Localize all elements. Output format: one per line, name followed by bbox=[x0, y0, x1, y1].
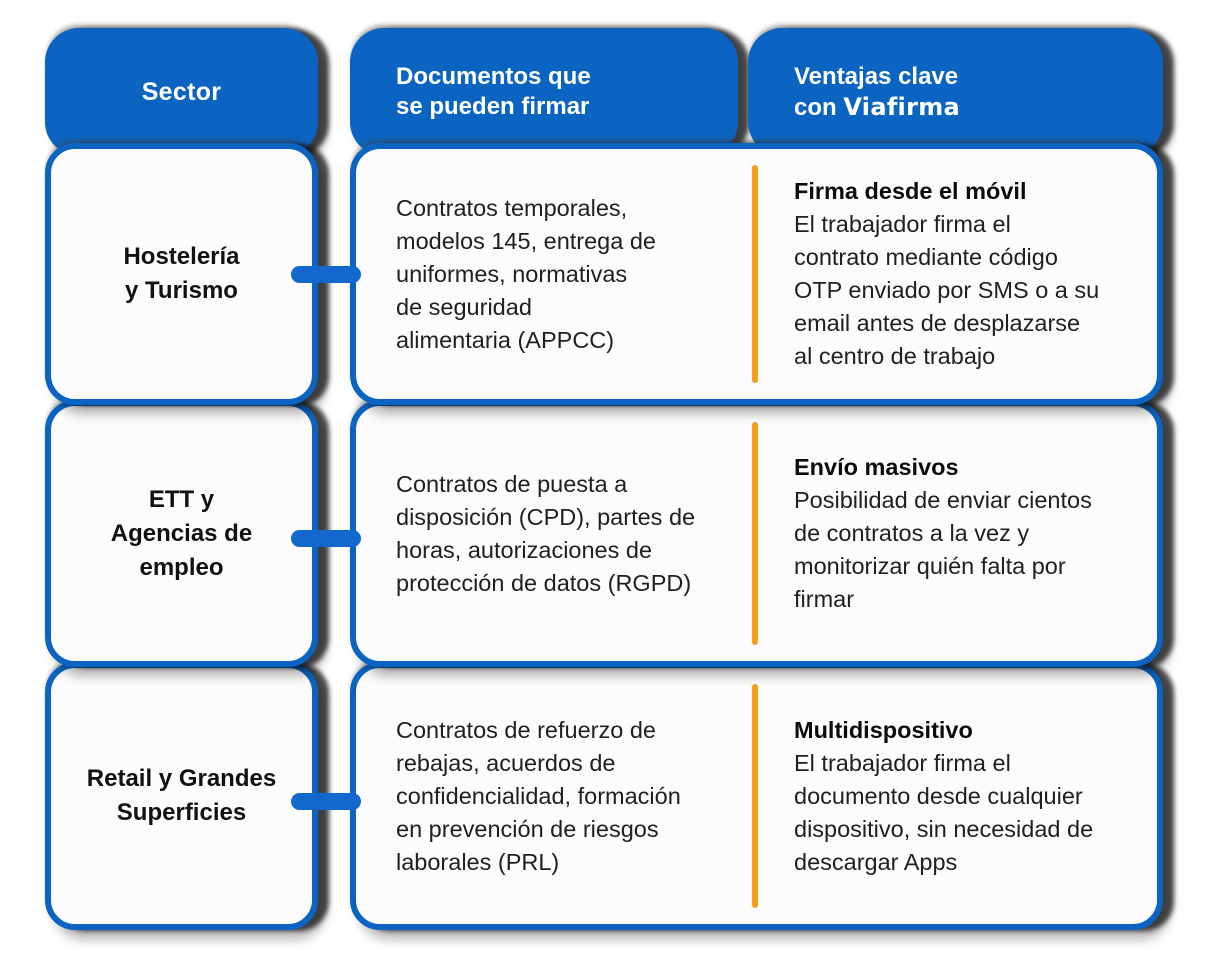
column-header-advantages-line2: con Viafirma bbox=[794, 92, 960, 123]
advantage-title: Firma desde el móvil bbox=[794, 178, 1027, 204]
sector-cell-retail-superficies: Retail y Grandes Superficies bbox=[45, 662, 318, 930]
sector-cell-hosteleria-turismo: Hostelería y Turismo bbox=[45, 143, 318, 405]
advantage-title: Envío masivos bbox=[794, 454, 959, 480]
row-card-retail-superficies: Contratos de refuerzo de rebajas, acuerd… bbox=[350, 662, 1163, 930]
column-header-sector: Sector bbox=[45, 28, 318, 156]
column-header-documents-label: Documentos que se pueden firmar bbox=[396, 63, 591, 120]
documents-text: Contratos de refuerzo de rebajas, acuerd… bbox=[396, 716, 681, 875]
orange-divider bbox=[752, 165, 758, 383]
advantage-body: El trabajador firma el documento desde c… bbox=[794, 749, 1094, 875]
documents-cell: Contratos de puesta a disposición (CPD),… bbox=[396, 406, 746, 661]
sector-cell-ett-agencias: ETT y Agencias de empleo bbox=[45, 400, 318, 667]
row-card-ett-agencias: Contratos de puesta a disposición (CPD),… bbox=[350, 400, 1163, 667]
documents-cell: Contratos temporales, modelos 145, entre… bbox=[396, 149, 746, 399]
documents-text: Contratos temporales, modelos 145, entre… bbox=[396, 194, 656, 353]
advantages-cell: Multidispositivo El trabajador firma el … bbox=[794, 668, 1143, 924]
row-connector-bar bbox=[291, 266, 361, 283]
documents-cell: Contratos de refuerzo de rebajas, acuerd… bbox=[396, 668, 746, 924]
column-header-advantages-con: con bbox=[794, 93, 844, 121]
advantage-body: El trabajador firma el contrato mediante… bbox=[794, 211, 1100, 369]
sector-cell-label: Hostelería y Turismo bbox=[123, 243, 240, 304]
orange-divider bbox=[752, 422, 758, 645]
orange-divider bbox=[752, 684, 758, 908]
column-header-advantages-line1: Ventajas clave bbox=[794, 62, 959, 90]
column-header-documents: Documentos que se pueden firmar bbox=[350, 28, 738, 156]
advantage-body: Posibilidad de enviar cientos de contrat… bbox=[794, 487, 1092, 612]
viafirma-brand-wordmark: Viafirma bbox=[843, 92, 961, 121]
row-connector-bar bbox=[291, 793, 361, 810]
documents-text: Contratos de puesta a disposición (CPD),… bbox=[396, 470, 696, 596]
row-connector-bar bbox=[291, 530, 361, 547]
sector-cell-label: ETT y Agencias de empleo bbox=[110, 485, 253, 581]
column-header-sector-label: Sector bbox=[141, 77, 222, 106]
advantages-cell: Firma desde el móvil El trabajador firma… bbox=[794, 149, 1143, 399]
row-card-hosteleria-turismo: Contratos temporales, modelos 145, entre… bbox=[350, 143, 1163, 405]
advantages-cell: Envío masivos Posibilidad de enviar cien… bbox=[794, 406, 1143, 661]
advantage-title: Multidispositivo bbox=[794, 716, 973, 743]
sector-cell-label: Retail y Grandes Superficies bbox=[86, 765, 277, 826]
column-header-advantages: Ventajas clave con Viafirma bbox=[748, 28, 1163, 156]
